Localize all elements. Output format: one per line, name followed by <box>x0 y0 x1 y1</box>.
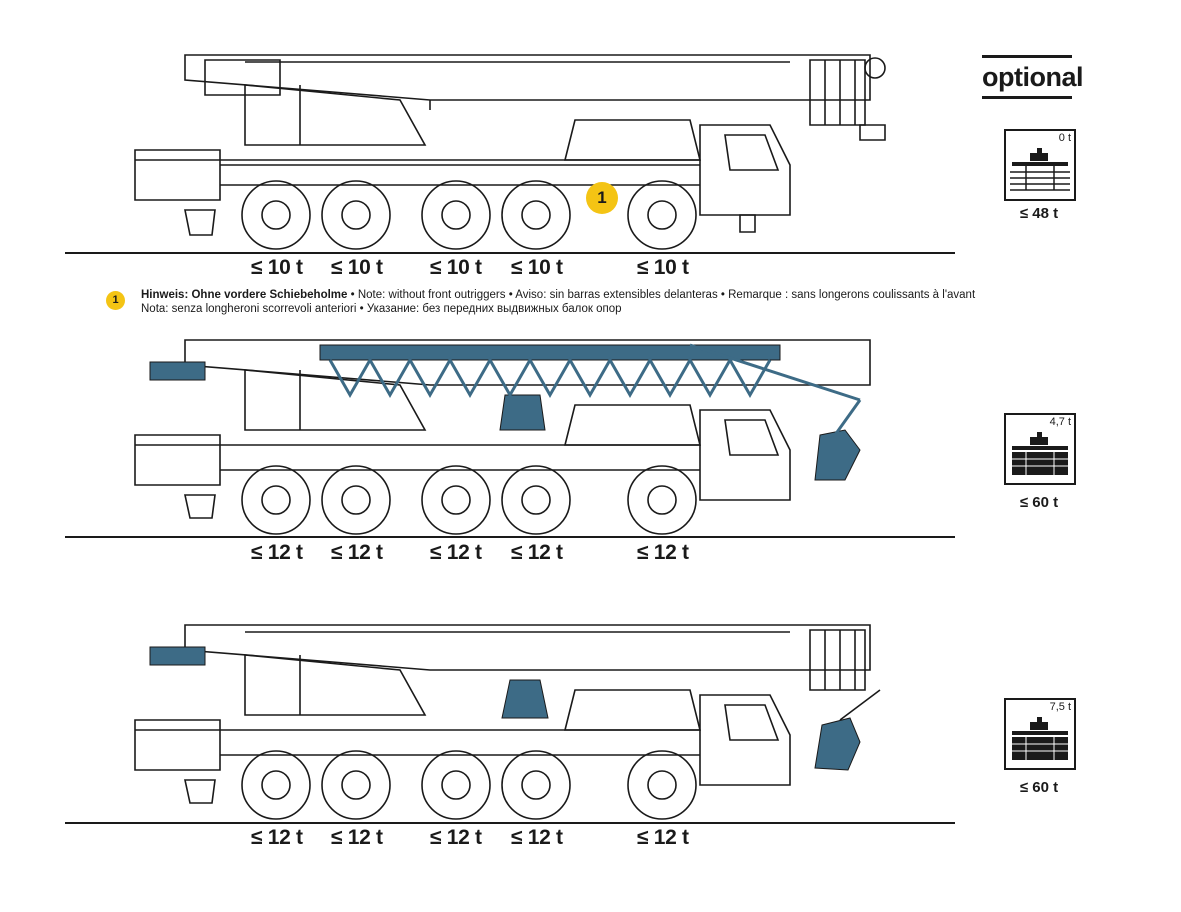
axle-load-1-2: ≤ 10 t <box>331 256 383 279</box>
axle-load-3-4: ≤ 12 t <box>511 826 563 849</box>
axle-load-3-1: ≤ 12 t <box>251 826 303 849</box>
counterweight-box-2: 4,7 t <box>1004 413 1076 485</box>
total-weight-2: ≤ 60 t <box>1019 494 1059 511</box>
ground-line-2 <box>65 536 955 538</box>
note-line-1: Hinweis: Ohne vordere Schiebeholme • Not… <box>141 289 975 301</box>
counterweight-box-1: 0 t <box>1004 129 1076 201</box>
note-heading: Hinweis: Ohne vordere Schiebeholme <box>141 289 348 301</box>
axle-load-1-1: ≤ 10 t <box>251 256 303 279</box>
optional-rule-bottom <box>982 96 1072 99</box>
crane-drawing-2 <box>134 339 871 535</box>
axle-load-2-1: ≤ 12 t <box>251 541 303 564</box>
counterweight-icon <box>1010 148 1070 191</box>
counterweight-value-3: 7,5 t <box>1049 701 1071 713</box>
counterweight-box-3: 7,5 t <box>1004 698 1076 770</box>
optional-heading: optional <box>982 62 1083 92</box>
axle-load-2-3: ≤ 12 t <box>430 541 482 564</box>
axle-load-2-4: ≤ 12 t <box>511 541 563 564</box>
counterweight-icon <box>1012 717 1068 760</box>
note-line-2: Nota: senza longheroni scorrevoli anteri… <box>141 303 622 315</box>
counterweight-value-1: 0 t <box>1058 132 1071 144</box>
axle-load-3-5: ≤ 12 t <box>637 826 689 849</box>
ground-line-1 <box>65 252 955 254</box>
axle-load-2-5: ≤ 12 t <box>637 541 689 564</box>
axle-load-1-4: ≤ 10 t <box>511 256 563 279</box>
counterweight-value-2: 4,7 t <box>1049 416 1071 428</box>
crane-drawing-3 <box>134 624 881 820</box>
crane-drawing-1 <box>134 54 886 250</box>
counterweight-icon <box>1012 432 1068 475</box>
ground-line-3 <box>65 822 955 824</box>
note-marker-badge: 1 <box>586 182 618 214</box>
axle-load-3-2: ≤ 12 t <box>331 826 383 849</box>
note-badge: 1 <box>106 291 125 310</box>
total-weight-1: ≤ 48 t <box>1019 205 1059 222</box>
note-translations: • Note: without front outriggers • Aviso… <box>347 289 976 301</box>
total-weight-3: ≤ 60 t <box>1019 779 1059 796</box>
axle-load-1-3: ≤ 10 t <box>430 256 482 279</box>
optional-rule-top <box>982 55 1072 58</box>
axle-load-3-3: ≤ 12 t <box>430 826 482 849</box>
axle-load-2-2: ≤ 12 t <box>331 541 383 564</box>
axle-load-1-5: ≤ 10 t <box>637 256 689 279</box>
